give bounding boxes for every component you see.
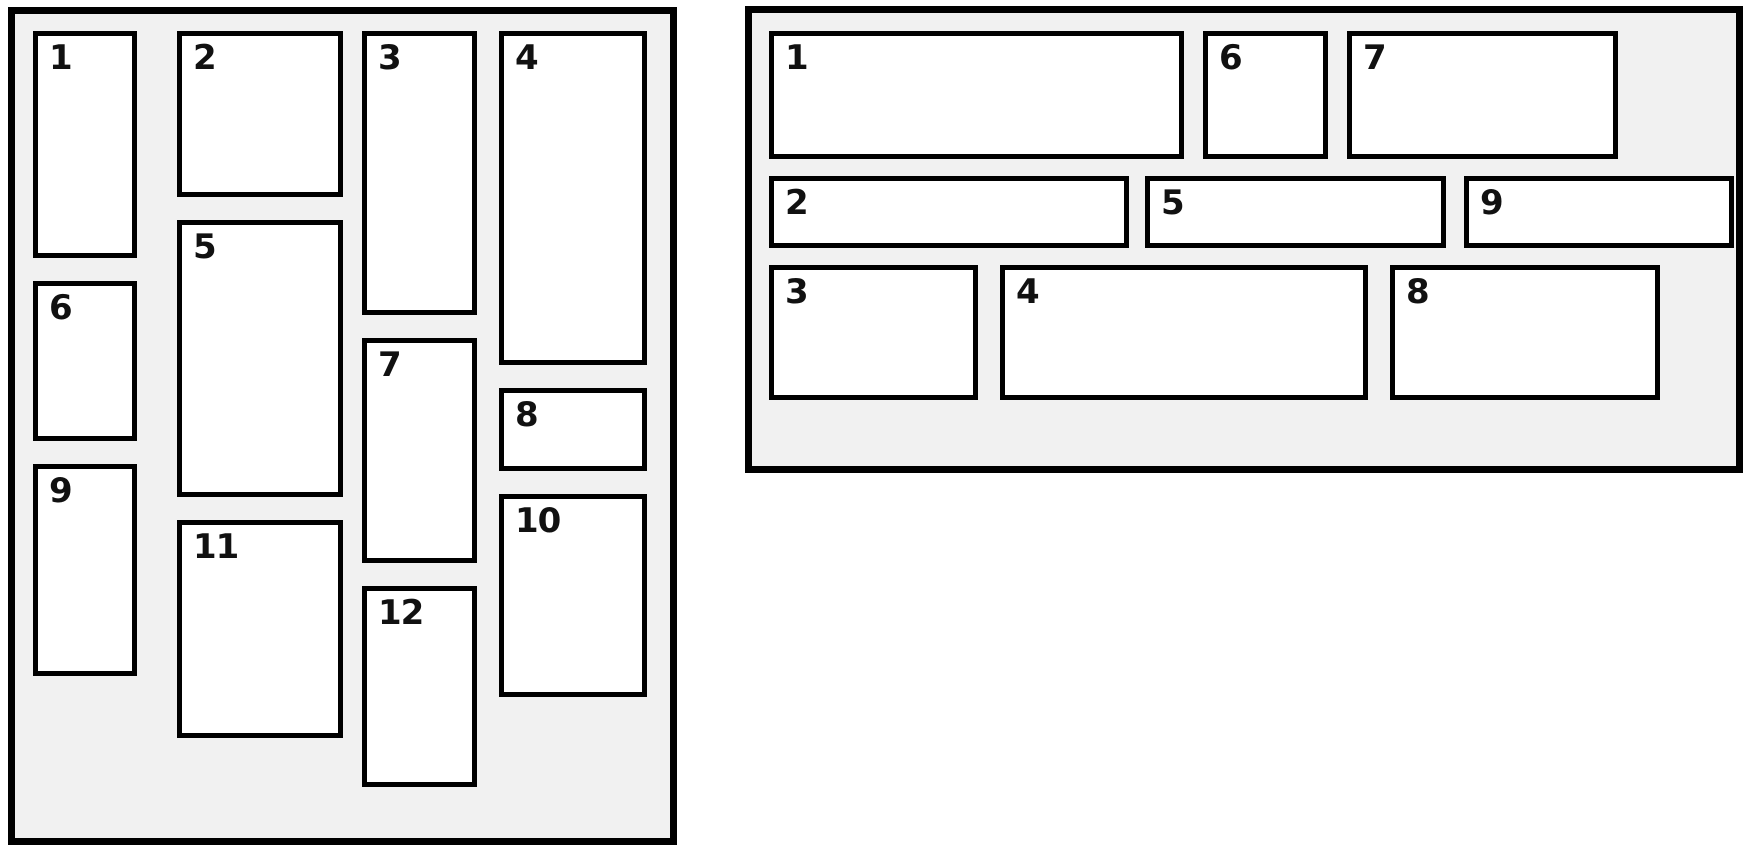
item-number-label: 2 (785, 183, 809, 223)
masonry-item-7: 7 (362, 338, 477, 563)
item-number-label: 7 (378, 345, 402, 385)
masonry-item-3: 3 (769, 265, 978, 400)
masonry-item-4: 4 (1000, 265, 1368, 400)
item-number-label: 2 (193, 38, 217, 78)
masonry-item-1: 1 (769, 31, 1184, 159)
item-number-label: 1 (785, 38, 809, 78)
masonry-item-2: 2 (177, 31, 343, 197)
item-number-label: 11 (193, 527, 239, 567)
masonry-item-4: 4 (499, 31, 647, 365)
item-number-label: 6 (49, 288, 73, 328)
masonry-item-12: 12 (362, 586, 477, 787)
item-number-label: 9 (49, 471, 73, 511)
masonry-item-7: 7 (1347, 31, 1618, 159)
masonry-item-3: 3 (362, 31, 477, 315)
masonry-item-9: 9 (33, 464, 137, 676)
masonry-item-8: 8 (1390, 265, 1660, 400)
item-number-label: 5 (1161, 183, 1185, 223)
item-number-label: 10 (515, 501, 561, 541)
item-number-label: 4 (1016, 272, 1040, 312)
item-number-label: 6 (1219, 38, 1243, 78)
item-number-label: 8 (1406, 272, 1430, 312)
item-number-label: 7 (1363, 38, 1387, 78)
masonry-item-10: 10 (499, 494, 647, 697)
item-number-label: 8 (515, 395, 539, 435)
masonry-item-5: 5 (177, 220, 343, 497)
item-number-label: 5 (193, 227, 217, 267)
masonry-item-8: 8 (499, 388, 647, 471)
item-number-label: 9 (1480, 183, 1504, 223)
masonry-item-1: 1 (33, 31, 137, 258)
masonry-item-6: 6 (33, 281, 137, 441)
item-number-label: 12 (378, 593, 424, 633)
masonry-item-6: 6 (1203, 31, 1328, 159)
item-number-label: 3 (378, 38, 402, 78)
masonry-item-11: 11 (177, 520, 343, 738)
masonry-item-2: 2 (769, 176, 1129, 248)
item-number-label: 1 (49, 38, 73, 78)
row-masonry-panel: 1 2 3 4 5 6 7 8 9 (745, 6, 1743, 473)
masonry-item-9: 9 (1464, 176, 1734, 248)
item-number-label: 4 (515, 38, 539, 78)
item-number-label: 3 (785, 272, 809, 312)
masonry-item-5: 5 (1145, 176, 1446, 248)
